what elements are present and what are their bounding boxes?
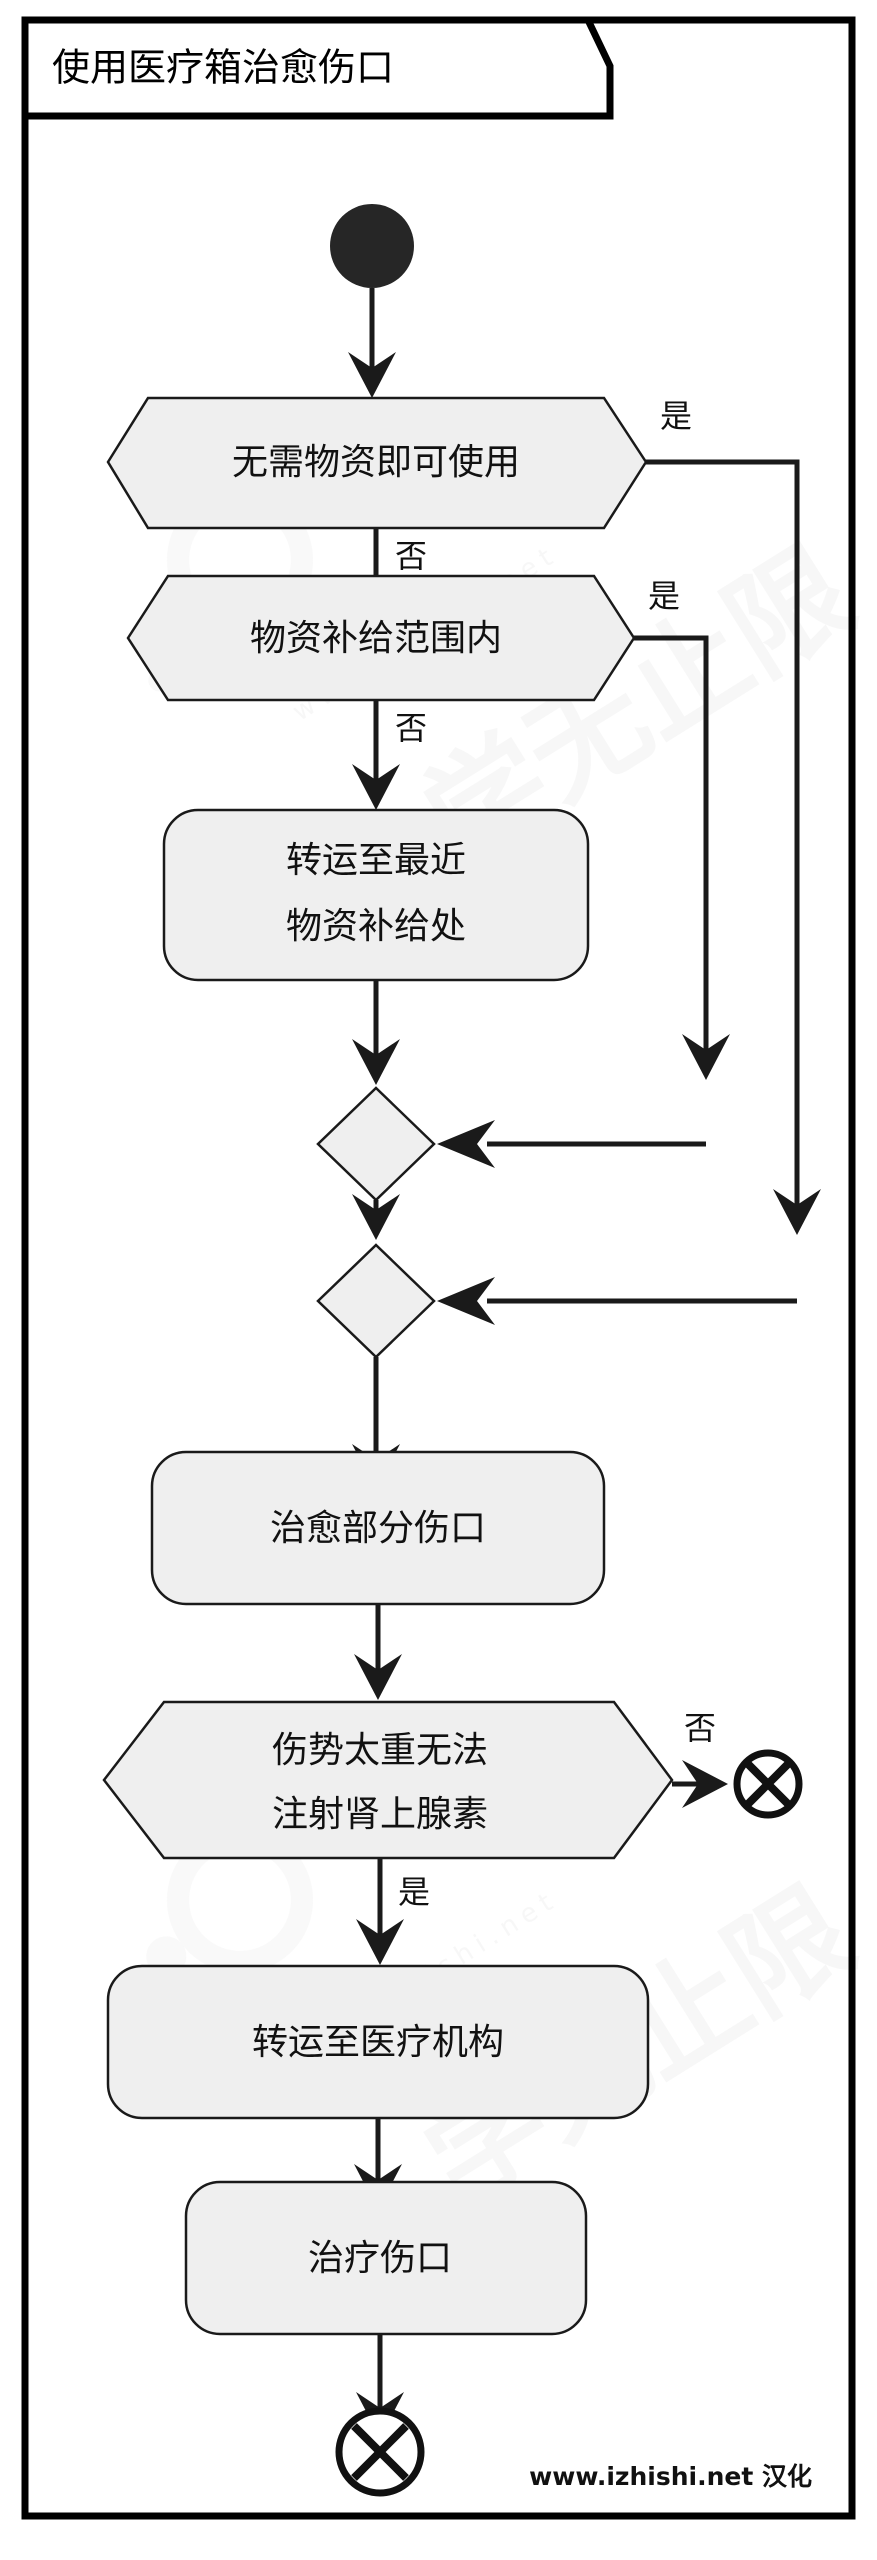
edge-decision3-yes — [356, 1858, 404, 1965]
edge-decision3-no — [672, 1760, 728, 1808]
decision-node-too-severe[interactable] — [102, 1700, 674, 1860]
process-node-treat-wound[interactable] — [184, 2180, 588, 2336]
edge-label-decision1-no: 否 — [395, 537, 427, 575]
merge-node-1[interactable] — [316, 1086, 436, 1202]
process1-label-line1: 转运至最近 — [286, 840, 466, 881]
edge-label-decision1-yes: 是 — [660, 397, 692, 435]
edge-decision2-yes — [634, 635, 730, 1080]
process1-label-line2: 物资补给处 — [286, 906, 466, 947]
edge-start-to-decision1 — [348, 288, 396, 398]
process2-label: 治愈部分伤口 — [270, 1508, 486, 1549]
page-title: 使用医疗箱治愈伤口 — [52, 46, 394, 90]
edge-label-decision3-no: 否 — [684, 1709, 716, 1747]
process3-label: 转运至医疗机构 — [252, 2022, 504, 2063]
edge-merge1-to-merge2 — [352, 1194, 400, 1240]
edge-decision1-yes — [646, 459, 821, 1235]
end-node-abort — [733, 1749, 803, 1819]
footer-credit: www.izhishi.net 汉化 — [529, 2462, 812, 2491]
arrowhead-into-merge2 — [437, 1277, 495, 1325]
decision1-label: 无需物资即可使用 — [232, 442, 520, 483]
merge-node-2[interactable] — [316, 1243, 436, 1359]
process-node-move-to-supply[interactable] — [162, 808, 590, 982]
arrowhead-into-merge1 — [437, 1120, 495, 1168]
edge-label-decision2-no: 否 — [395, 709, 427, 747]
title-tab — [21, 16, 614, 120]
diagram-frame — [21, 16, 856, 2520]
edge-process2-to-decision3 — [354, 1604, 402, 1700]
edge-process1-to-merge1 — [352, 980, 400, 1085]
decision3-label-line2: 注射肾上腺素 — [272, 1794, 488, 1835]
edge-decision2-no — [352, 700, 400, 810]
watermark: 学无止限 www.izhishi.net 学无止限 www.izhishi.ne… — [146, 471, 875, 2229]
process4-label: 治疗伤口 — [308, 2238, 452, 2279]
decision3-label-line1: 伤势太重无法 — [272, 1730, 488, 1771]
edge-label-decision2-yes: 是 — [648, 577, 680, 615]
end-node-finish — [335, 2407, 425, 2497]
decision2-label: 物资补给范围内 — [250, 618, 502, 659]
edge-label-decision3-yes: 是 — [398, 1873, 430, 1911]
start-node — [330, 204, 414, 288]
